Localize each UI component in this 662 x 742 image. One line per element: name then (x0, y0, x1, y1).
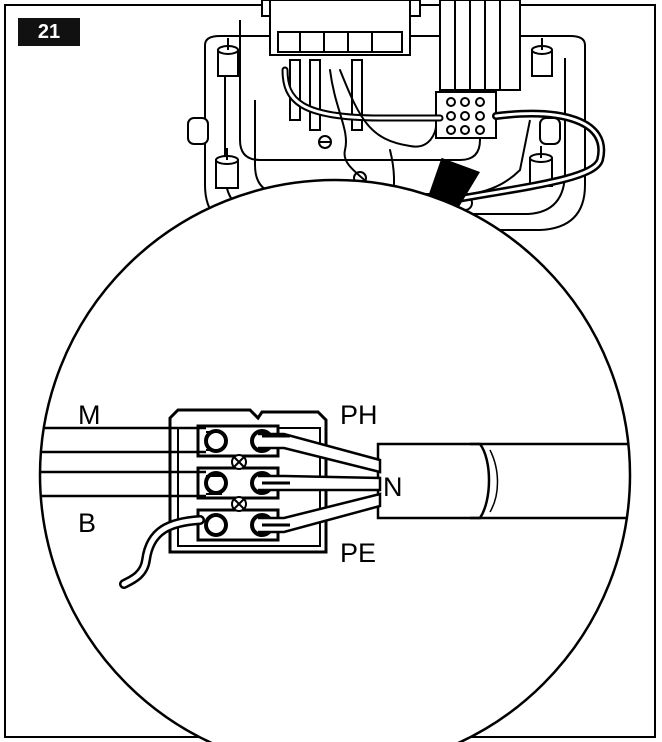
label-b: B (78, 508, 96, 538)
label-n: N (383, 472, 403, 502)
figure-number-badge: 21 (18, 18, 80, 46)
label-ph: PH (340, 400, 378, 430)
label-m: M (78, 400, 101, 430)
label-pe: PE (340, 538, 376, 568)
terminal-detail (40, 408, 630, 589)
